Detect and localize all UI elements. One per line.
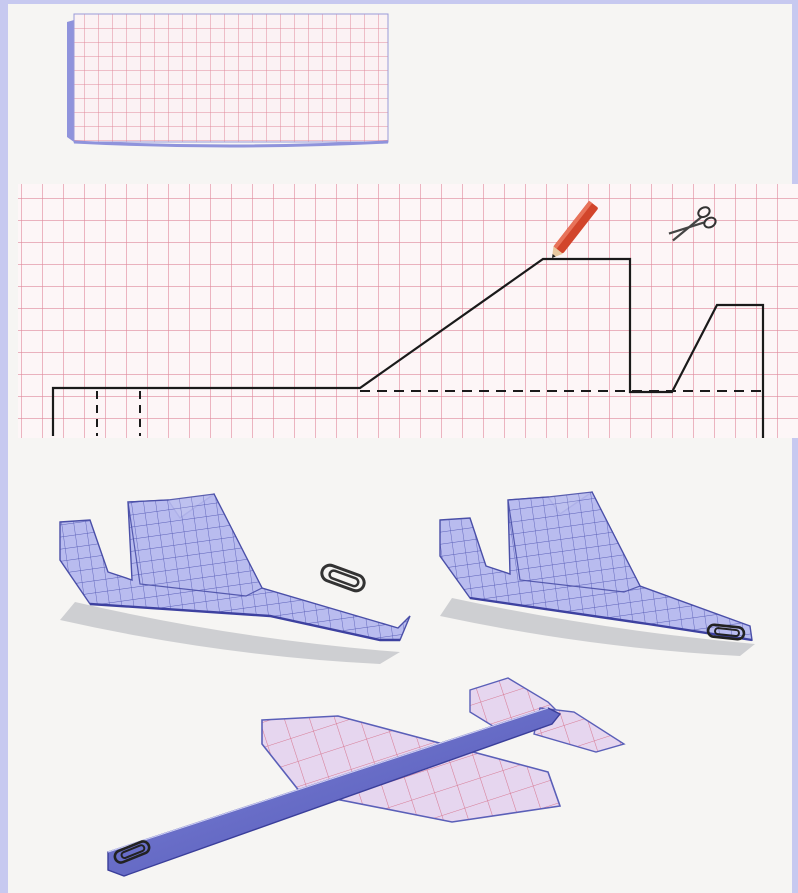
finished-plane [108,678,624,876]
folded-plane-with-clip [440,492,755,656]
paper-clip-icon [320,563,367,593]
folded-sheet [67,14,388,146]
cutting-pattern [18,184,798,438]
